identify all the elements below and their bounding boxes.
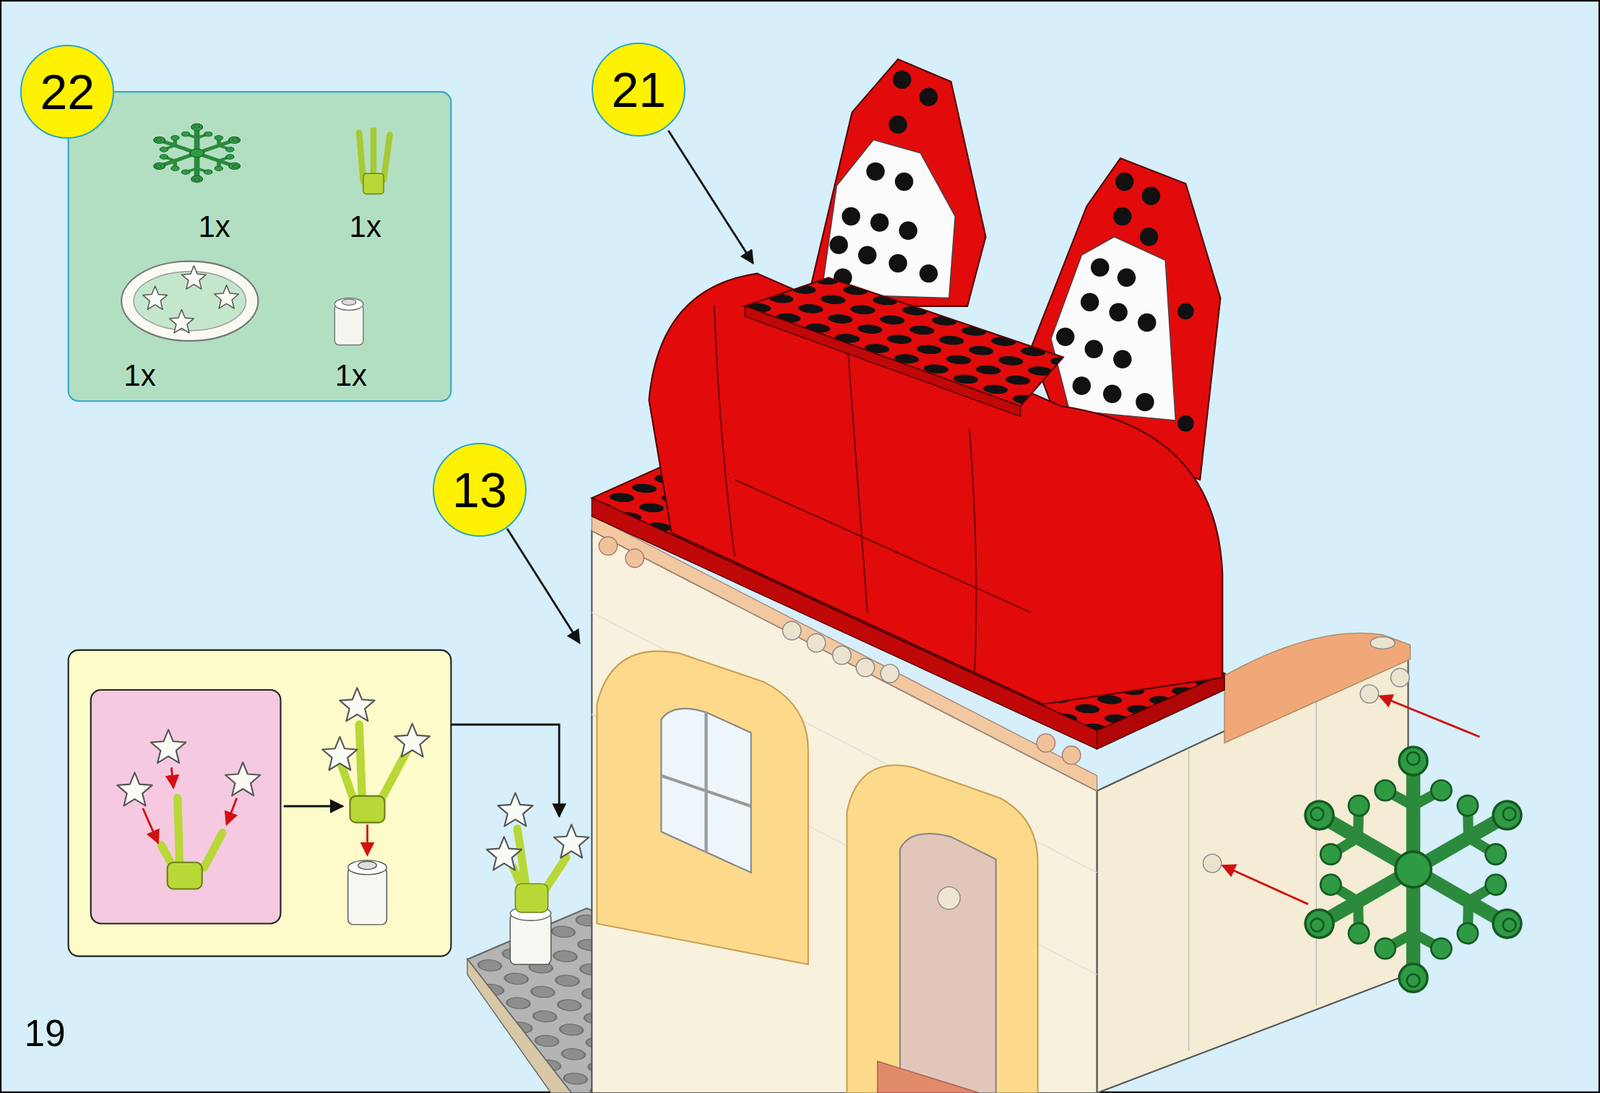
leader-line <box>668 130 753 264</box>
quantity-holder: 1x <box>197 211 230 242</box>
quantity-label: 1x <box>349 209 382 244</box>
house-model <box>467 59 1411 1093</box>
quantity-label: 1x <box>335 358 367 393</box>
sub-assembly-callout <box>68 650 560 957</box>
quantity-holder: 1x <box>349 211 382 242</box>
flower-pot <box>486 793 590 965</box>
leader-line <box>507 528 580 643</box>
step-number-text: 13 <box>452 465 508 515</box>
parts-list <box>68 91 452 401</box>
quantity-label: 1x <box>123 358 156 393</box>
quantity-holder: 1x <box>123 360 156 391</box>
step-number: 21 <box>591 42 686 137</box>
bush-piece <box>1222 695 1538 992</box>
quantity-holder: 1x <box>335 360 367 391</box>
parts-panel: 1x 1x 1x 1x <box>68 91 452 401</box>
page-number-holder: 19 <box>24 1014 66 1052</box>
page-number: 19 <box>24 1012 66 1054</box>
step-number: 22 <box>20 44 115 139</box>
step-number-text: 22 <box>39 67 95 117</box>
step-number: 13 <box>432 442 527 537</box>
quantity-label: 1x <box>197 209 230 244</box>
step-number-text: 21 <box>611 65 667 115</box>
